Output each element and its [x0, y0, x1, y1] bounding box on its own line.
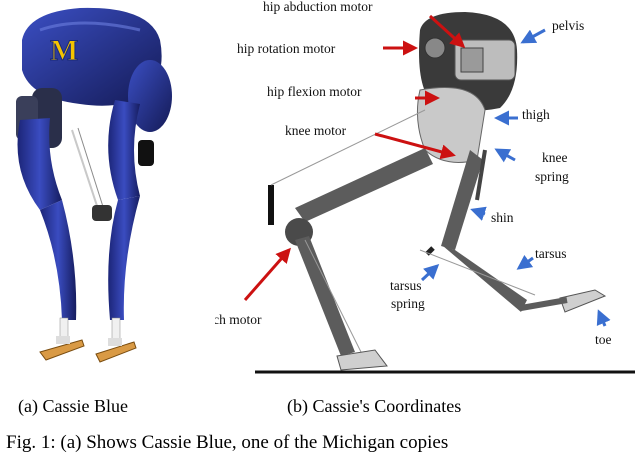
knee-spring-rod [475, 149, 487, 201]
caption-a: (a) Cassie Blue [18, 396, 128, 416]
label-hip-flexion-motor: hip flexion motor [267, 84, 362, 99]
left-foot [336, 349, 388, 371]
label-shin: shin [491, 210, 514, 225]
label-pelvis: pelvis [552, 18, 584, 33]
label-toe: toe [595, 332, 612, 347]
caption-b: (b) Cassie's Coordinates [287, 396, 462, 416]
michigan-logo: M [50, 34, 78, 67]
cassie-coordinates-diagram: hip abduction motor hip rotation motor h… [215, 0, 640, 392]
label-thigh: thigh [522, 107, 550, 122]
label-hip-abduction-motor: hip abduction motor [263, 0, 373, 14]
label-tarsus-spring-1: tarsus [390, 278, 422, 293]
cassie-blue-image: M [0, 0, 215, 392]
label-knee-spring-1: knee [542, 150, 567, 165]
label-tarsus: tarsus [535, 246, 567, 261]
pelvis-shell [22, 7, 162, 106]
thigh-shape [416, 87, 486, 163]
label-knee-spring-2: spring [535, 169, 569, 184]
label-tarsus-spring-2: spring [391, 296, 425, 311]
figure-caption: Fig. 1: (a) Shows Cassie Blue, one of th… [6, 432, 449, 453]
label-toe-pitch-motor: toe pitch motor [215, 312, 262, 327]
label-knee-motor: knee motor [285, 123, 347, 138]
right-foot [559, 289, 607, 313]
label-hip-rotation-motor: hip rotation motor [237, 41, 336, 56]
